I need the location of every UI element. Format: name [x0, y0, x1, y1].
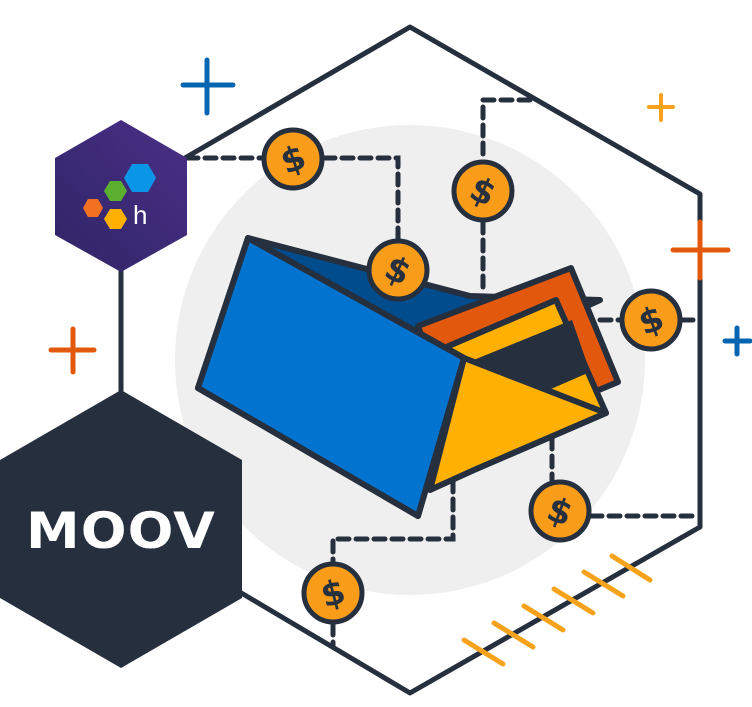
coin: $	[301, 561, 365, 625]
moov-logo-text: MOOV	[26, 502, 216, 560]
dashed-connections	[184, 97, 701, 650]
moov-logo-hexagon: MOOV	[0, 390, 242, 668]
coin: $	[366, 238, 430, 302]
coin: $	[261, 127, 325, 191]
hex-dot-blue	[124, 164, 156, 192]
plus-icon	[48, 326, 97, 375]
coin: $	[619, 288, 683, 352]
hex-dot-orange	[83, 199, 103, 217]
h-logo-letter: h	[133, 200, 147, 230]
plus-icon	[647, 93, 675, 122]
plus-icon	[670, 219, 731, 281]
hex-dot-yellow	[104, 209, 127, 229]
wallet-front-panel	[195, 235, 467, 519]
coin: $	[451, 159, 515, 223]
tick-marks	[461, 553, 653, 667]
hex-dot-green	[104, 181, 127, 201]
plus-icon	[180, 57, 236, 116]
large-hexagon-outline	[128, 24, 703, 696]
coin: $	[528, 479, 592, 543]
h-logo-hexagon: h	[55, 120, 187, 272]
plus-icon	[722, 325, 752, 357]
